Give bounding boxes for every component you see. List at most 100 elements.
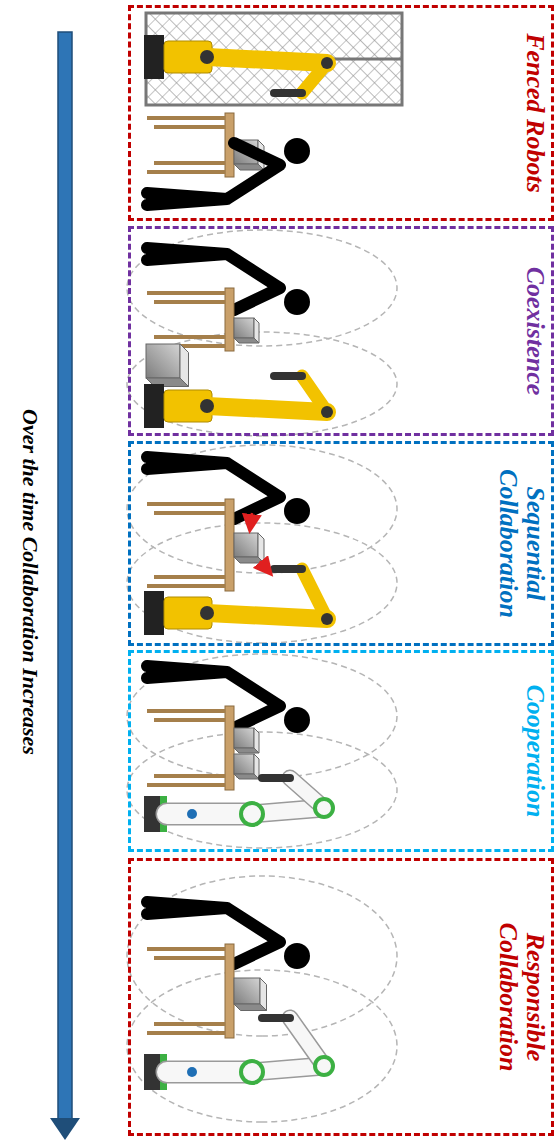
box-front: [234, 318, 254, 338]
cobot-tool: [262, 774, 290, 782]
human-head: [284, 289, 310, 315]
robot-base: [144, 35, 164, 79]
table: [147, 113, 234, 177]
table-legs: [147, 949, 225, 1033]
arrow-head: [50, 1118, 80, 1140]
robot-joint: [321, 406, 333, 418]
table: [147, 499, 234, 591]
robot-base: [144, 384, 164, 428]
robot-wrist: [274, 89, 302, 97]
industrial-robot: [144, 569, 333, 635]
cobot-logo: [187, 1067, 197, 1077]
handover-arrow: [250, 513, 252, 529]
scenes: [127, 13, 402, 1122]
workspace-zone: [127, 654, 397, 778]
workspace-zone: [127, 445, 397, 573]
panel-scene: [127, 876, 397, 1122]
box-side: [234, 164, 264, 170]
table-legs: [147, 293, 225, 346]
human-figure: [147, 138, 310, 205]
cobot-joint: [315, 1057, 333, 1075]
workspace-zone: [127, 230, 397, 346]
workspace-zone: [127, 876, 397, 1036]
table-top: [225, 288, 234, 351]
cobot-tool: [262, 1014, 290, 1022]
table-top: [225, 944, 234, 1038]
box: [234, 318, 259, 343]
cobot-joint: [241, 1061, 263, 1083]
stage-title: Cooperation: [522, 659, 549, 843]
human-head: [284, 138, 310, 164]
robot-joint: [200, 50, 214, 64]
robot-upper-arm: [207, 406, 327, 412]
panel-scene: [127, 445, 397, 643]
human-head: [284, 943, 310, 969]
human-head: [284, 498, 310, 524]
human-head: [284, 707, 310, 733]
human-body: [147, 902, 280, 964]
stage-title: Coexistence: [522, 235, 549, 427]
human-body: [147, 143, 280, 205]
box-side: [234, 1004, 267, 1011]
stage-panel: Coexistence: [128, 226, 554, 436]
robot-forearm: [302, 376, 327, 412]
arrow-shaft: [58, 32, 72, 1120]
box: [234, 754, 259, 779]
table: [147, 288, 234, 351]
table: [147, 944, 234, 1038]
box-side: [234, 774, 259, 779]
human-body: [147, 457, 280, 519]
workspace-zone: [127, 523, 397, 643]
table-top: [225, 499, 234, 591]
stage-panel: Responsible Collaboration: [128, 858, 554, 1136]
workspace-zone: [127, 332, 397, 436]
handover-arrow: [260, 561, 270, 573]
robot-forearm: [302, 569, 327, 619]
box: [234, 533, 264, 563]
table-top: [225, 706, 234, 790]
workspace-zone: [127, 970, 397, 1122]
robot-wrist: [274, 372, 302, 380]
robot-base: [144, 591, 164, 635]
box-side: [234, 748, 259, 753]
table: [147, 706, 234, 790]
industrial-robot: [144, 35, 333, 93]
box-front: [234, 978, 260, 1004]
axis-label: Over the time Collaboration Increases: [18, 409, 42, 755]
time-arrow: [50, 32, 80, 1140]
box: [234, 728, 259, 753]
box-front: [234, 754, 254, 774]
table-legs: [147, 711, 225, 785]
table-legs: [147, 504, 225, 586]
stage-panel: Sequential Collaboration: [128, 441, 554, 646]
cobot: [144, 778, 333, 832]
fence: [146, 13, 402, 105]
robot-upper-arm: [207, 613, 327, 619]
panel-scene: [127, 654, 397, 848]
box: [146, 344, 189, 387]
robot-joint: [200, 606, 214, 620]
cobot-joint: [315, 799, 333, 817]
stage-title: Fenced Robots: [522, 14, 549, 212]
stage-panel: Fenced Robots: [128, 5, 554, 221]
box: [234, 978, 267, 1011]
box-side: [234, 338, 259, 343]
box-front: [234, 728, 254, 748]
cobot-joint: [241, 803, 263, 825]
panel-scene: [144, 13, 402, 205]
panel-scene: [127, 230, 397, 436]
industrial-robot: [144, 376, 333, 428]
robot-joint: [321, 613, 333, 625]
stage-title: Sequential Collaboration: [494, 450, 549, 637]
robot-joint: [321, 57, 333, 69]
box-front: [146, 344, 180, 378]
box-front: [234, 533, 258, 557]
workspace-zone: [127, 732, 397, 848]
table-legs: [147, 118, 225, 172]
robot-upper-arm: [207, 57, 327, 63]
cobot-logo: [187, 809, 197, 819]
robot-joint: [200, 399, 214, 413]
stage-panel: Cooperation: [128, 650, 554, 852]
robot-wrist: [274, 565, 302, 573]
